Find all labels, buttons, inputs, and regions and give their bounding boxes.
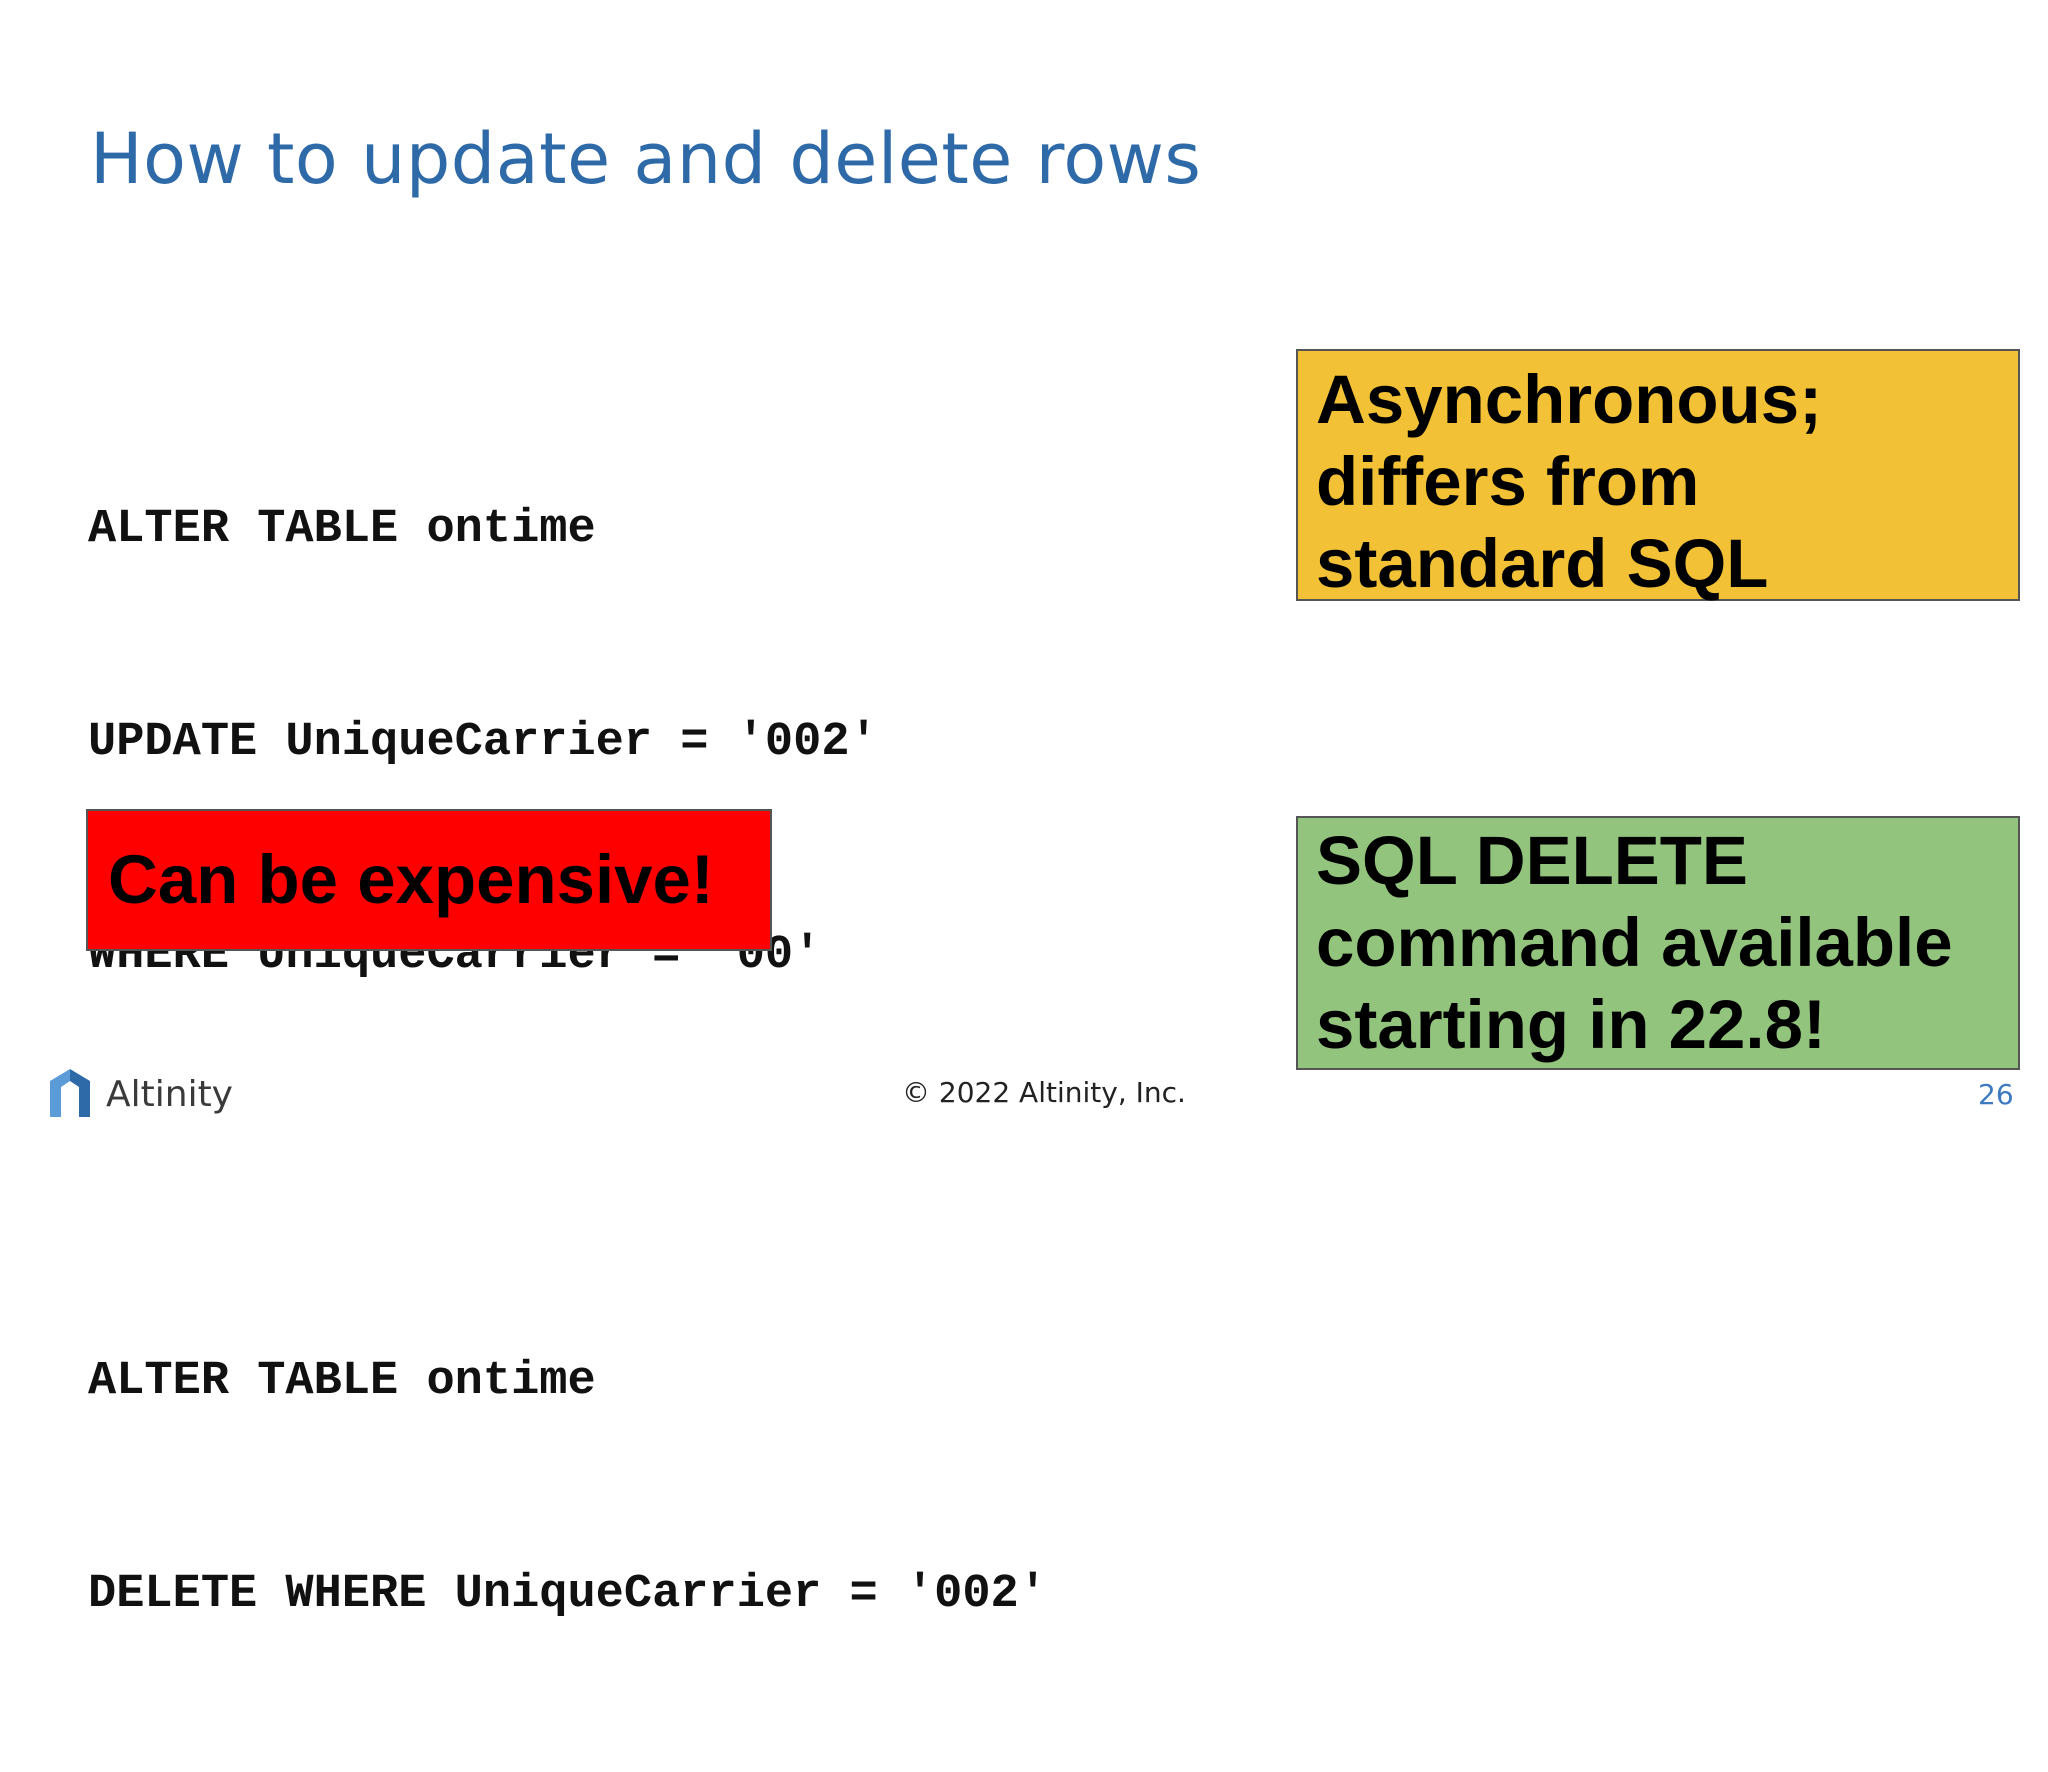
async-callout: Asynchronous; differs from standard SQL (1296, 349, 2020, 602)
callout-line: SQL DELETE (1316, 822, 1748, 899)
slide: How to update and delete rows ALTER TABL… (50, 118, 2020, 1621)
callout-line: standard SQL (1316, 525, 1769, 602)
code-spacer (88, 1133, 1047, 1204)
code-line: ALTER TABLE ontime (88, 503, 596, 556)
callout-line: Can be expensive! (108, 841, 714, 918)
callout-line: command available (1316, 904, 1953, 981)
callout-line: Asynchronous; (1316, 361, 1823, 438)
logo-text: Altinity (106, 1074, 233, 1115)
expensive-callout: Can be expensive! (86, 809, 772, 951)
code-block: ALTER TABLE ontime UPDATE UniqueCarrier … (88, 352, 1047, 1772)
copyright-text: © 2022 Altinity, Inc. (902, 1076, 1186, 1109)
callout-line: starting in 22.8! (1316, 986, 1826, 1063)
code-line: DELETE WHERE UniqueCarrier = '002' (88, 1568, 1047, 1621)
callout-line: differs from (1316, 443, 1700, 520)
code-line: ALTER TABLE ontime (88, 1355, 596, 1408)
altinity-logo-icon (50, 1069, 90, 1117)
delete-available-callout: SQL DELETE command available starting in… (1296, 816, 2020, 1070)
slide-title: How to update and delete rows (90, 118, 1202, 200)
page-number: 26 (1978, 1078, 2014, 1111)
code-line: UPDATE UniqueCarrier = '002' (88, 716, 878, 769)
